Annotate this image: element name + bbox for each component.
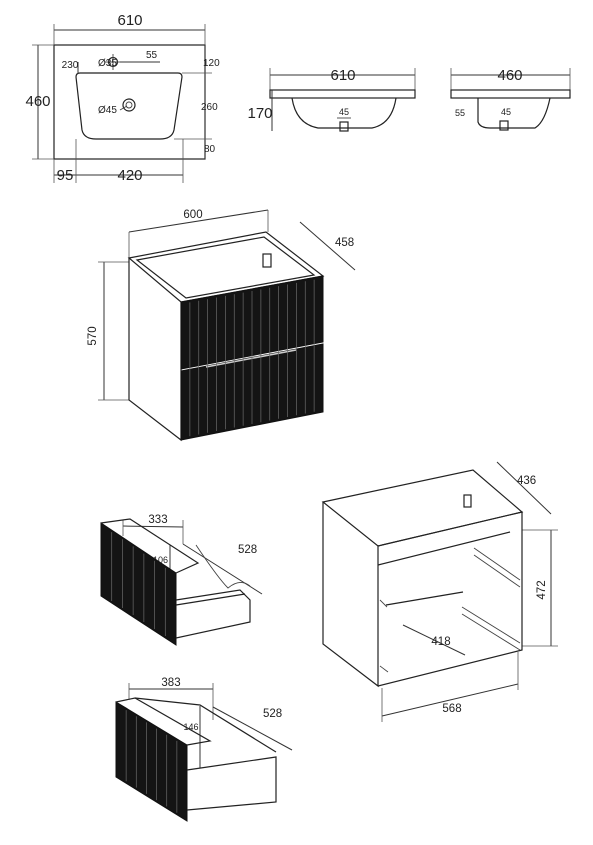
front-drain: [339, 121, 349, 132]
right-top-label: 120: [203, 58, 220, 69]
front-width-label: 610: [330, 67, 355, 84]
sink-depth-label: 460: [25, 93, 50, 110]
carcass-outer-width-label: 568: [442, 703, 461, 715]
right-basin-label: 260: [201, 102, 218, 113]
left-top-offset-label: 230: [62, 60, 79, 71]
carcass-top: [321, 469, 524, 547]
right-bottom-label: 80: [204, 144, 216, 155]
sink-top-view: 610 460 230 Ø35 55 Ø45 120 260 80 95 420: [25, 12, 220, 184]
cabinet-front-grooves: [189, 279, 315, 437]
cabinet-side-panel: [128, 258, 182, 442]
side-top-slab: [450, 89, 571, 99]
front-top-slab: [269, 89, 416, 99]
drawer-top-width-label: 333: [148, 514, 167, 526]
carcass-view: 436 472 418 568: [321, 461, 558, 722]
drain-hole-label: Ø45: [98, 105, 117, 116]
cabinet-height-label: 570: [87, 326, 99, 345]
front-basin-curve: [291, 97, 397, 129]
drawer-top-height-label: 106: [153, 555, 168, 565]
drawer-top-box: [175, 589, 251, 639]
sink-basin-outline: [75, 72, 183, 140]
carcass-depth-label: 436: [517, 475, 536, 487]
front-drain-label: 45: [339, 107, 349, 117]
sink-width-label: 610: [117, 12, 142, 29]
tap-hole-label: Ø35: [98, 58, 117, 69]
drawer-bottom-box: [186, 756, 277, 811]
sink-side-view: 460 55 45: [450, 67, 571, 131]
slide-rail-upper: [473, 547, 521, 588]
drawer-bottom-view: 383 528 146: [115, 677, 293, 822]
carcass-inner-width-label: 418: [431, 636, 450, 648]
carcass-side: [322, 502, 379, 688]
side-basin-curve: [477, 97, 551, 129]
bottom-basin-label: 420: [117, 167, 142, 184]
drawer-bottom-width-label: 383: [161, 677, 180, 689]
side-drain: [499, 120, 509, 131]
side-lip-label: 55: [455, 108, 465, 118]
cabinet-depth-label: 458: [335, 237, 354, 249]
cabinet-width-label: 600: [183, 209, 202, 221]
drawer-top-front: [100, 522, 177, 646]
slide-rail-lower: [461, 606, 521, 651]
front-height-label: 170: [247, 105, 272, 122]
drawer-top-view: 333 528 106: [100, 514, 263, 646]
carcass-height-label: 472: [536, 580, 548, 599]
drain-hole: [122, 98, 136, 112]
drawer-bottom-front: [115, 701, 188, 822]
tap-hole-offset-label: 55: [146, 50, 158, 61]
cabinet-iso-view: 600 458 570: [87, 209, 356, 442]
side-drain-label: 45: [501, 107, 511, 117]
drawer-bottom-front-grooves: [125, 710, 178, 813]
cabinet-handle: [205, 349, 297, 368]
carcass-front: [377, 511, 523, 687]
side-depth-label: 460: [497, 67, 522, 84]
sink-front-view: 610 45 170: [247, 67, 416, 132]
drawer-top-front-grooves: [111, 532, 166, 636]
bottom-left-label: 95: [57, 167, 74, 184]
drawer-bottom-height-label: 146: [183, 722, 198, 732]
drawer-top-depth-label: 528: [238, 544, 257, 556]
drawer-bottom-depth-label: 528: [263, 708, 282, 720]
